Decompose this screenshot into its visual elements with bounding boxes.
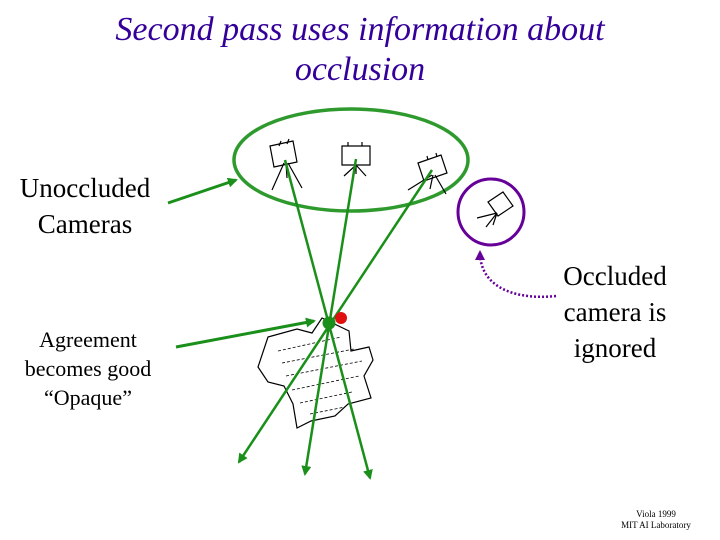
unoccluded-label-line-1: Unoccluded: [19, 173, 151, 203]
unoccluded-cameras-ellipse: [232, 107, 470, 213]
unoccluded-label-arrow: [167, 177, 238, 205]
footer-line-1: Viola 1999: [636, 509, 676, 519]
footer-credit: Viola 1999 MIT AI Laboratory: [596, 509, 716, 531]
occluded-camera-icon: [476, 191, 514, 228]
occluded-camera-label: Occluded camera is ignored: [540, 258, 690, 366]
agreement-label-line-1: Agreement: [39, 327, 137, 352]
unoccluded-cameras-label: Unoccluded Cameras: [0, 170, 170, 242]
scene-point-red: [335, 312, 347, 324]
occluded-label-line-2: camera is: [563, 297, 667, 327]
agreement-label-line-3: “Opaque”: [44, 385, 132, 410]
occluded-camera-circle: [456, 177, 526, 247]
opaque-object: [257, 317, 374, 429]
title-line-1: Second pass uses information about: [115, 11, 605, 48]
agreement-label-arrow: [175, 317, 316, 349]
camera-icon: [407, 152, 448, 195]
ray-camera-2: [301, 158, 358, 476]
unoccluded-label-line-2: Cameras: [37, 209, 133, 239]
agreement-label: Agreement becomes good “Opaque”: [0, 325, 176, 412]
occluded-label-arrow: [475, 250, 557, 298]
agreement-label-line-2: becomes good: [24, 356, 152, 381]
occluded-label-line-3: ignored: [573, 333, 657, 363]
title-line-2: occlusion: [294, 51, 426, 88]
camera-icon: [341, 142, 371, 177]
slide-title: Second pass uses information about occlu…: [60, 10, 660, 90]
footer-line-2: MIT AI Laboratory: [621, 520, 691, 530]
scene-point-green: [322, 316, 336, 330]
occluded-label-line-1: Occluded: [563, 261, 667, 291]
